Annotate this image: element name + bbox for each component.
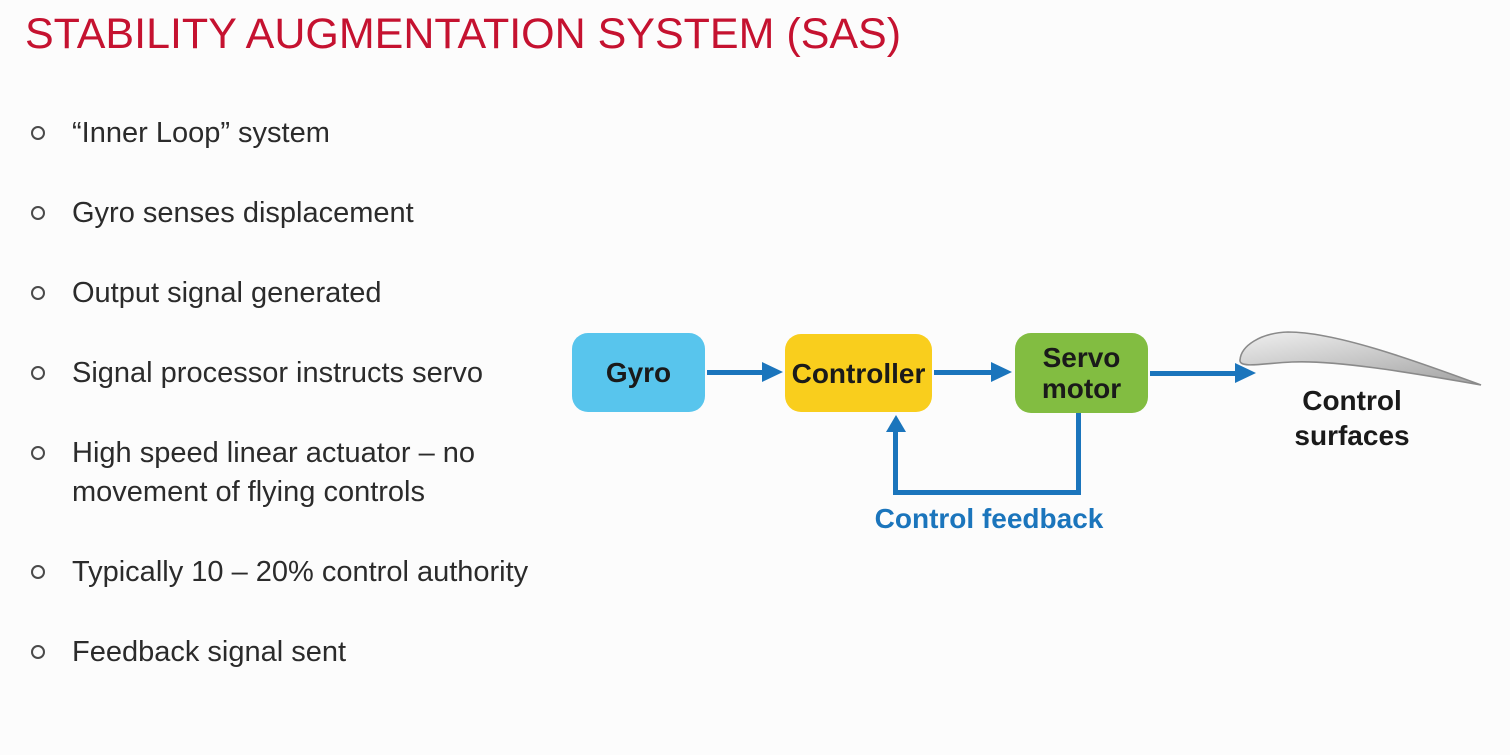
arrow-right-icon [762,362,783,382]
arrow-right-icon [1235,363,1256,383]
arrow-right-icon [991,362,1012,382]
arrow-servo-to-surfaces [1150,371,1237,376]
list-item: Feedback signal sent [25,633,545,672]
controller-node-label: Controller [791,357,926,389]
bullet-text: Output signal generated [72,277,382,309]
gyro-node-label: Gyro [605,357,672,388]
bullet-text: High speed linear actuator – no movement… [72,437,476,508]
feedback-line-horizontal [893,490,1081,495]
bullet-circle-icon [31,446,45,460]
controller-node: Controller [785,334,932,412]
arrow-controller-to-servo [934,370,993,375]
list-item: High speed linear actuator – no movement… [25,434,545,512]
bullet-circle-icon [31,126,45,140]
bullet-circle-icon [31,565,45,579]
list-item: “Inner Loop” system [25,114,545,153]
airfoil-icon [1239,331,1482,386]
bullet-text: “Inner Loop” system [72,117,330,149]
list-item: Signal processor instructs servo [25,354,545,393]
list-item: Gyro senses displacement [25,194,545,233]
bullet-circle-icon [31,366,45,380]
bullet-text: Feedback signal sent [72,636,347,668]
bullet-circle-icon [31,645,45,659]
list-item: Output signal generated [25,274,545,313]
arrow-up-icon [886,415,906,432]
feedback-line-down [1076,413,1081,493]
bullet-text: Signal processor instructs servo [72,357,483,389]
bullet-text: Gyro senses displacement [72,197,414,229]
control-surfaces-label: Control surfaces [1294,385,1410,451]
arrow-gyro-to-controller [707,370,764,375]
bullet-circle-icon [31,286,45,300]
list-item: Typically 10 – 20% control authority [25,553,545,592]
bullet-list: “Inner Loop” system Gyro senses displace… [25,114,545,713]
gyro-node: Gyro [572,333,705,412]
control-feedback-label: Control feedback [874,503,1104,534]
bullet-circle-icon [31,206,45,220]
servo-motor-node: Servo motor [1015,333,1148,413]
bullet-text: Typically 10 – 20% control authority [72,556,529,588]
page-title: STABILITY AUGMENTATION SYSTEM (SAS) [25,10,902,58]
servo-motor-node-label: Servo motor [1041,342,1122,404]
feedback-line-up [893,430,898,493]
